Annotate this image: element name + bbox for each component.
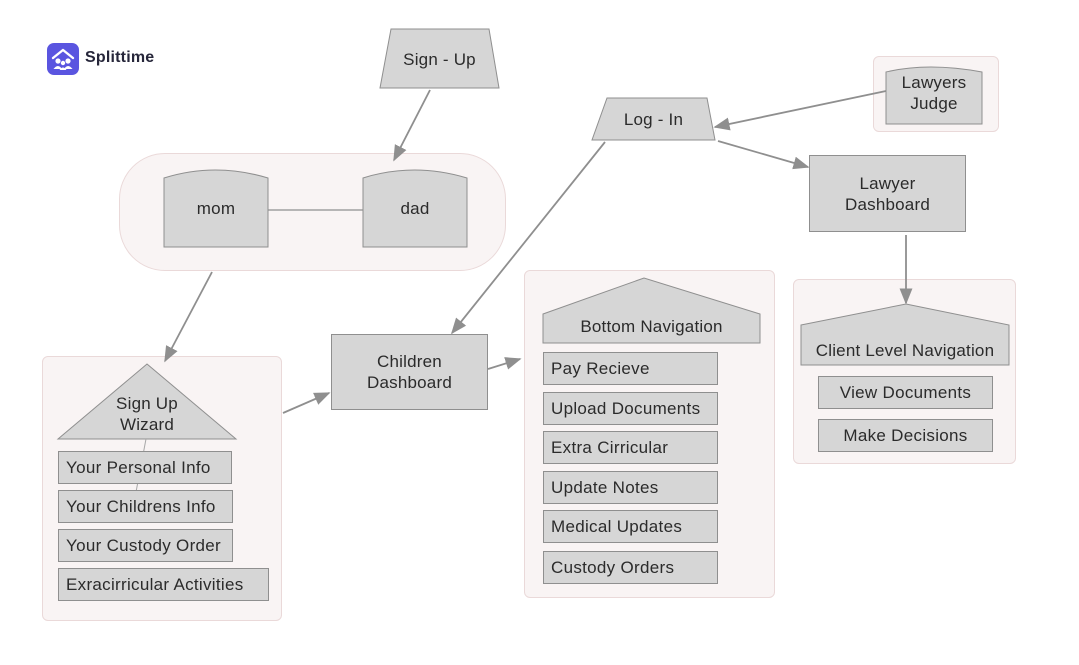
brand-name: Splittime — [85, 49, 155, 66]
sign-up-wizard-label: Sign Up Wizard — [100, 393, 194, 435]
mom-shape — [163, 169, 269, 248]
client-navigation-shape — [800, 303, 1010, 366]
bottom-nav-item: Pay Recieve — [543, 352, 718, 385]
bottom-nav-item: Custody Orders — [543, 551, 718, 584]
bottom-nav-item: Upload Documents — [543, 392, 718, 425]
lawyers-judge-label: Lawyers Judge — [886, 72, 982, 114]
arrow-login-to-children-dashboard — [450, 141, 606, 335]
arrow-signup-to-parents — [393, 89, 431, 162]
wizard-item: Your Custody Order — [58, 529, 233, 562]
children-dashboard-node: Children Dashboard — [331, 334, 488, 410]
client-navigation-label: Client Level Navigation — [815, 340, 995, 360]
sign-up-wizard-label-line2: Wizard — [119, 415, 175, 434]
bottom-nav-item: Medical Updates — [543, 510, 718, 543]
client-nav-item: Make Decisions — [818, 419, 993, 452]
lawyer-dashboard-label-line1: Lawyer — [859, 173, 916, 193]
dad-shape — [362, 169, 468, 248]
children-dashboard-label-line2: Dashboard — [367, 373, 452, 392]
sign-up-shape — [379, 28, 500, 89]
children-dashboard-label-line1: Children — [377, 352, 442, 371]
house-family-icon — [51, 48, 75, 70]
sign-up-wizard-label-line1: Sign Up — [116, 394, 178, 413]
wizard-item: Your Personal Info — [58, 451, 232, 484]
arrow-parents-to-wizard — [164, 271, 213, 363]
log-in-shape — [591, 97, 716, 141]
bottom-navigation-shape — [542, 277, 761, 344]
arrow-lawyers-to-login — [713, 90, 887, 131]
wizard-item: Exracirricular Activities — [58, 568, 269, 601]
bottom-nav-item: Update Notes — [543, 471, 718, 504]
bottom-navigation-label: Bottom Navigation — [580, 316, 723, 336]
wizard-item: Your Childrens Info — [58, 490, 233, 523]
dad-label: dad — [400, 198, 430, 218]
brand-logo — [47, 43, 79, 75]
bottom-nav-item: Extra Cirricular — [543, 431, 718, 464]
lawyer-dashboard-label-line2: Dashboard — [845, 194, 930, 214]
judge-label: Judge — [910, 94, 958, 113]
arrow-login-to-lawyer-dashboard — [717, 140, 810, 170]
sign-up-wizard-shape — [56, 363, 238, 440]
mom-label: mom — [196, 198, 236, 218]
arrow-wizard-to-children-dashboard — [282, 392, 331, 414]
lawyers-label: Lawyers — [901, 73, 967, 92]
sign-up-label: Sign - Up — [403, 49, 476, 69]
client-nav-item: View Documents — [818, 376, 993, 409]
lawyer-dashboard-node: Lawyer Dashboard — [809, 155, 966, 232]
arrow-children-dashboard-to-bottom-nav — [487, 357, 522, 370]
lawyers-judge-shape — [885, 66, 983, 125]
log-in-label: Log - In — [623, 109, 684, 129]
